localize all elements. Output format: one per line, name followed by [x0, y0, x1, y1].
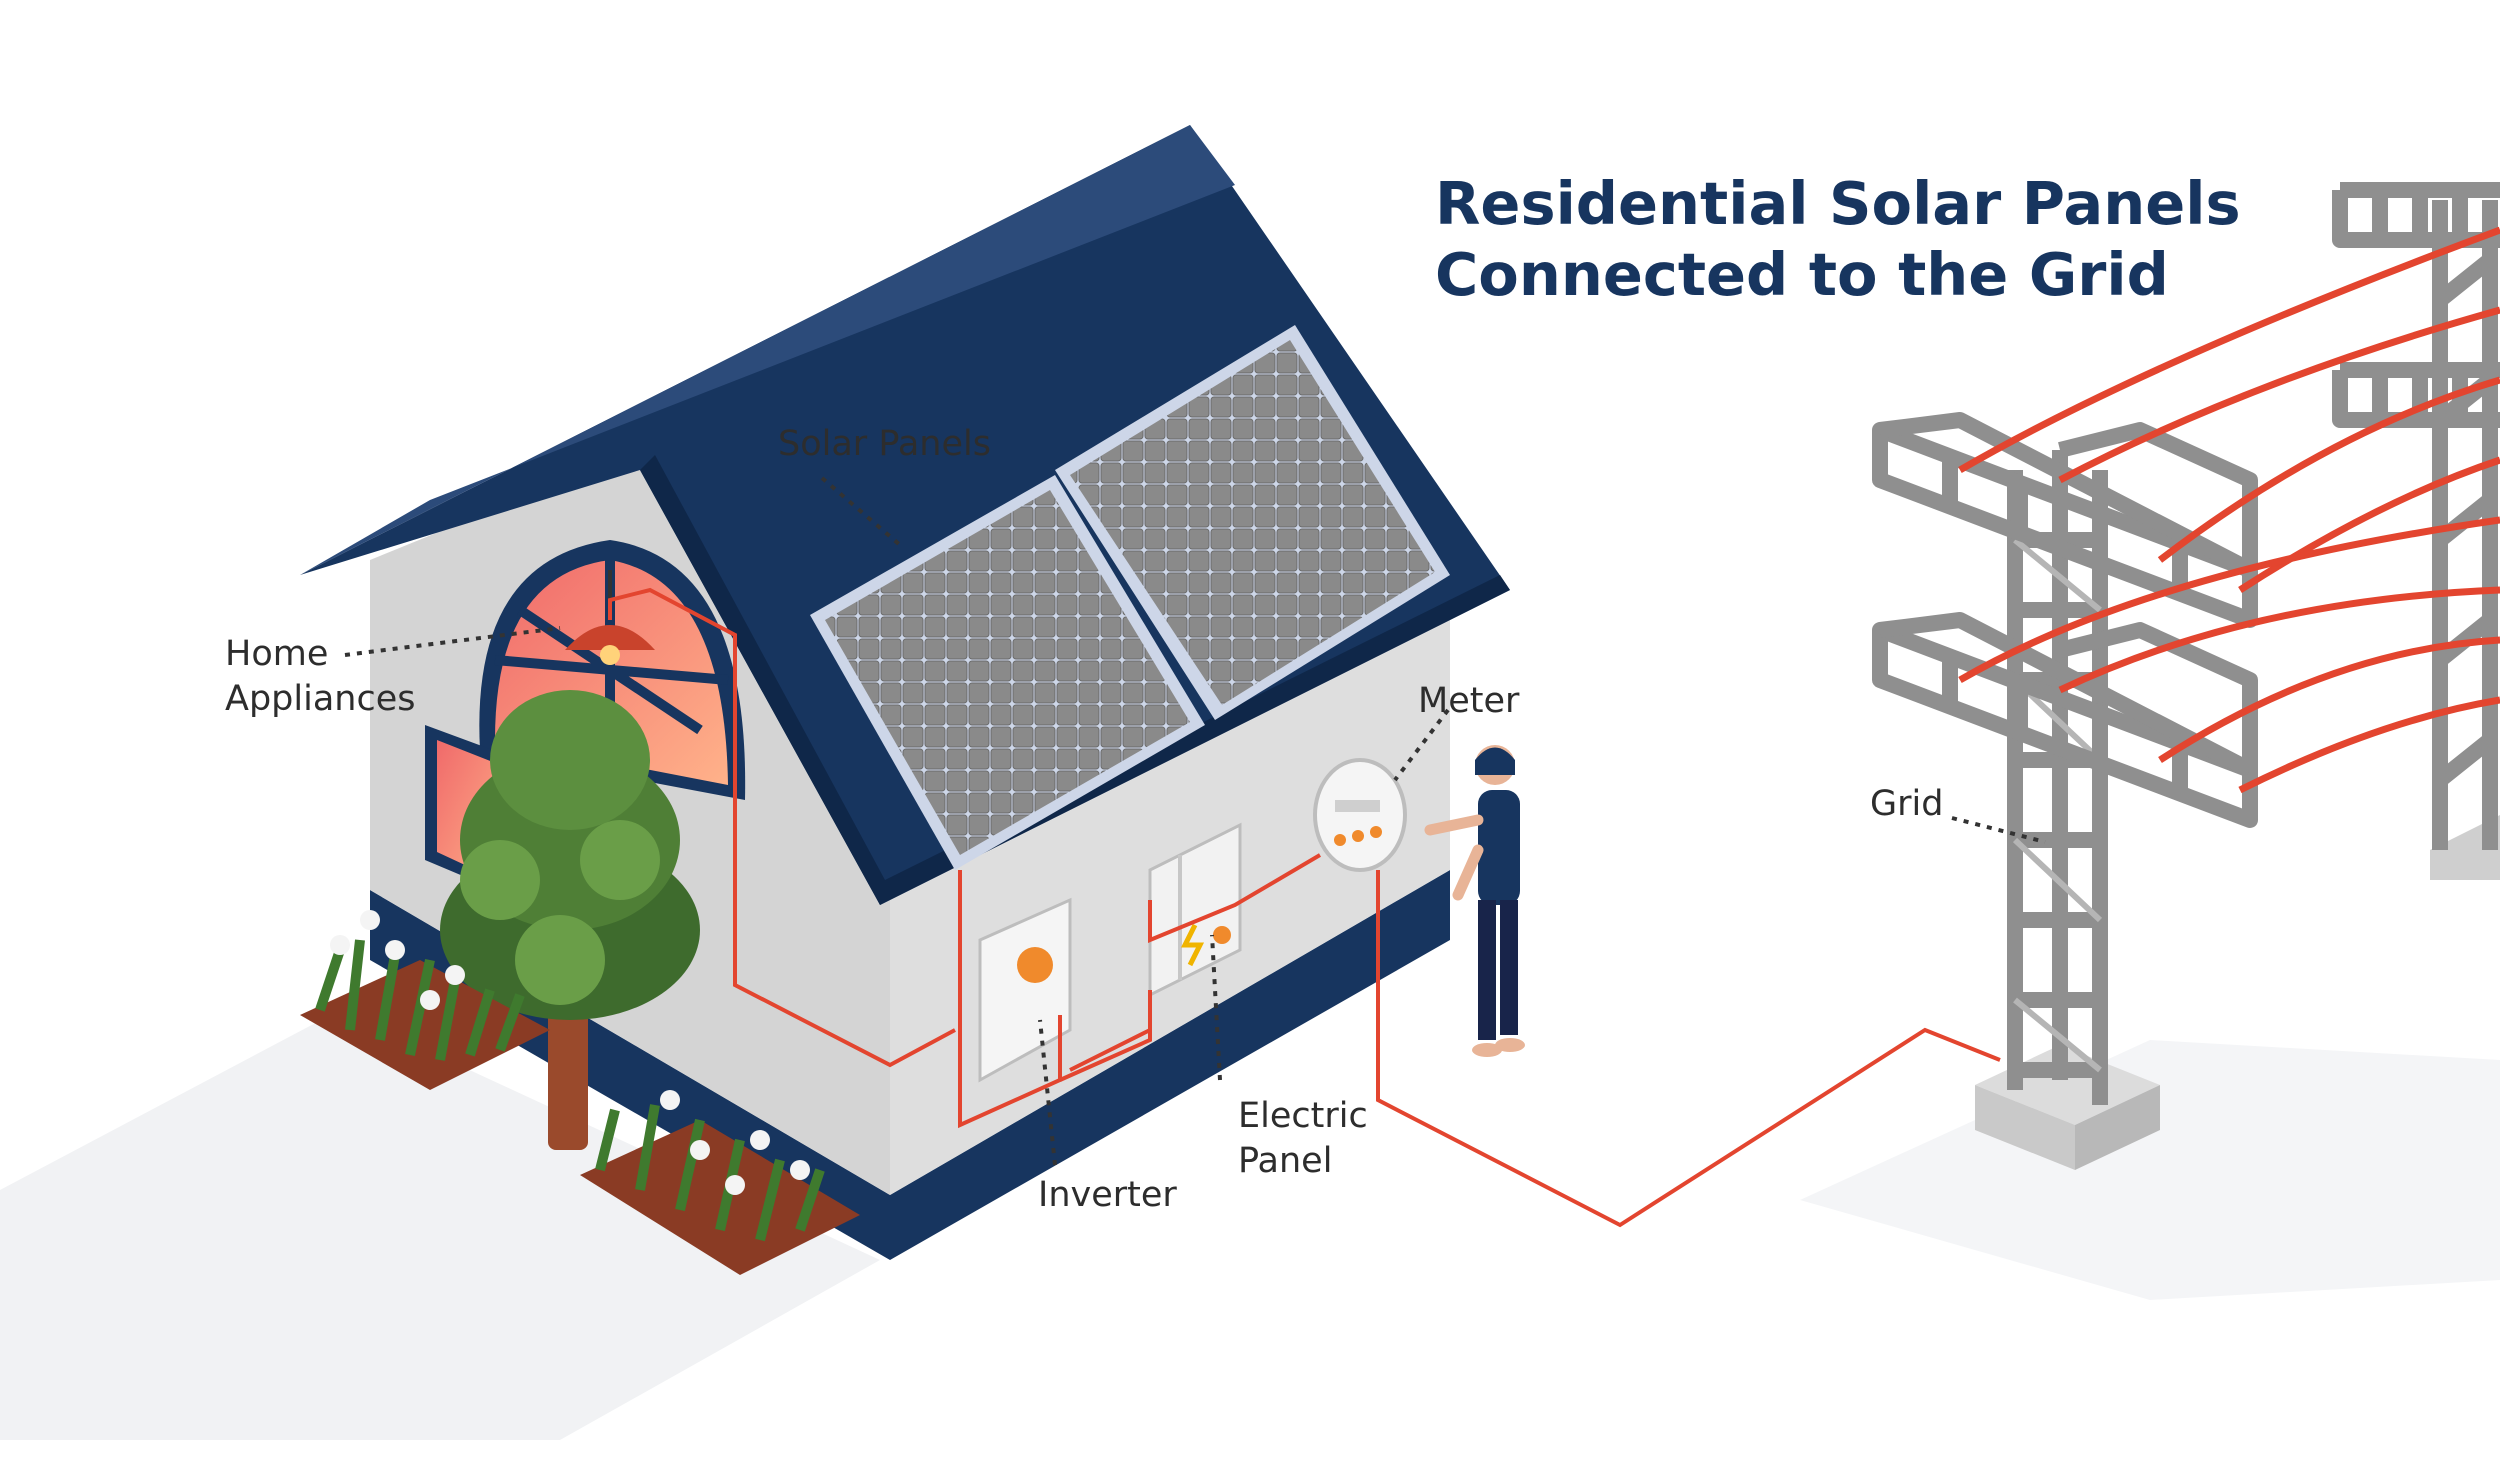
- label-solar-panels: Solar Panels: [778, 424, 991, 464]
- wiring: [608, 587, 2001, 1228]
- label-home-appliances-line2: Appliances: [225, 679, 415, 719]
- grid-tower-front: [1872, 412, 2258, 1170]
- label-inverter: Inverter: [1038, 1175, 1177, 1215]
- person-figure: [1424, 745, 1525, 1057]
- label-meter: Meter: [1418, 681, 1520, 721]
- inverter-device: [978, 897, 1072, 1083]
- label-electric-panel-line2: Panel: [1238, 1141, 1332, 1181]
- label-home-appliances-line1: Home: [225, 634, 328, 674]
- diagram-title-line1: Residential Solar Panels: [1435, 169, 2241, 238]
- label-electric-panel-line1: Electric: [1238, 1096, 1368, 1136]
- meter-device: [1313, 758, 1407, 872]
- label-grid: Grid: [1870, 784, 1943, 824]
- ground-shadow: [0, 1010, 2500, 1440]
- power-lines: [1958, 226, 2500, 794]
- tree-icon: [440, 690, 700, 1150]
- solar-panel-array: [810, 325, 1450, 870]
- flower-bed-right: [580, 1090, 860, 1275]
- leader-lines: [344, 476, 2046, 1166]
- diagram-title-line2: Connected to the Grid: [1435, 240, 2169, 309]
- electric-panel-device: [1148, 822, 1242, 998]
- grid-tower-back: [2332, 182, 2500, 880]
- flower-bed-left: [300, 910, 550, 1090]
- lamp-icon: [565, 570, 655, 665]
